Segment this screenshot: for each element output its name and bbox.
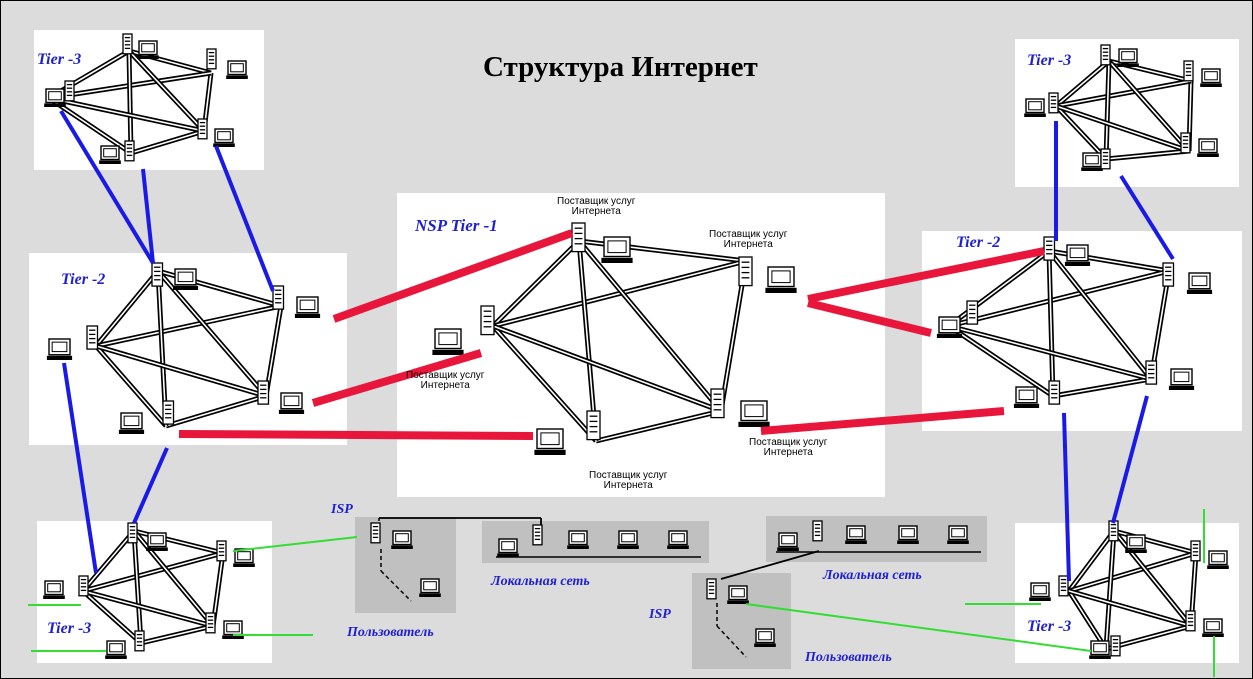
provider-caption-line1: Поставщик услуг bbox=[589, 470, 668, 481]
provider-caption-line1: Поставщик услуг bbox=[749, 437, 828, 448]
diagram-title: Структура Интернет bbox=[483, 51, 758, 83]
blue-link-t3tl-t2l-b bbox=[141, 168, 155, 264]
tier3-bottom-left-panel bbox=[37, 521, 272, 663]
provider-caption-line2: Интернета bbox=[723, 239, 773, 250]
provider-caption-line1: Поставщик услуг bbox=[406, 370, 485, 381]
label-isp-right: ISP bbox=[649, 607, 671, 622]
provider-caption-line2: Интернета bbox=[571, 206, 621, 217]
provider-caption-line2: Интернета bbox=[763, 447, 813, 458]
provider-caption-bottom-right: Поставщик услуг Интернета bbox=[749, 438, 827, 458]
lan-left-panel bbox=[482, 521, 709, 563]
label-lan-right: Локальная сеть bbox=[823, 568, 922, 583]
provider-caption-top: Поставщик услуг Интернета bbox=[557, 197, 635, 217]
label-tier2-right: Tier -2 bbox=[956, 234, 1001, 251]
tier2-right-panel bbox=[922, 231, 1242, 431]
label-isp-left: ISP bbox=[331, 502, 353, 517]
provider-caption-line1: Поставщик услуг bbox=[709, 229, 788, 240]
provider-caption-right: Поставщик услуг Интернета bbox=[709, 230, 787, 250]
label-tier2-left: Tier -2 bbox=[61, 271, 106, 288]
isp-left-panel bbox=[355, 517, 456, 613]
provider-caption-line2: Интернета bbox=[420, 380, 470, 391]
label-nsp-tier1: NSP Tier -1 bbox=[415, 216, 498, 235]
provider-caption-bottom: Поставщик услуг Интернета bbox=[589, 471, 667, 491]
blue-link-t2l-t3bl-b bbox=[132, 447, 169, 524]
label-tier3-top-left: Tier -3 bbox=[37, 51, 82, 68]
provider-caption-line1: Поставщик услуг bbox=[557, 196, 636, 207]
provider-caption-line2: Интернета bbox=[603, 480, 653, 491]
label-user-right: Пользователь bbox=[805, 650, 892, 665]
tier3-bottom-right-panel bbox=[1015, 523, 1239, 663]
label-tier3-bottom-left: Tier -3 bbox=[47, 620, 92, 637]
provider-caption-left: Поставщик услуг Интернета bbox=[406, 371, 484, 391]
label-tier3-top-right: Tier -3 bbox=[1027, 52, 1072, 69]
lan-right-panel bbox=[766, 516, 987, 562]
label-user-left: Пользователь bbox=[347, 625, 434, 640]
label-lan-left: Локальная сеть bbox=[491, 574, 590, 589]
isp-right-panel bbox=[692, 573, 791, 669]
label-tier3-bottom-right: Tier -3 bbox=[1027, 618, 1072, 635]
